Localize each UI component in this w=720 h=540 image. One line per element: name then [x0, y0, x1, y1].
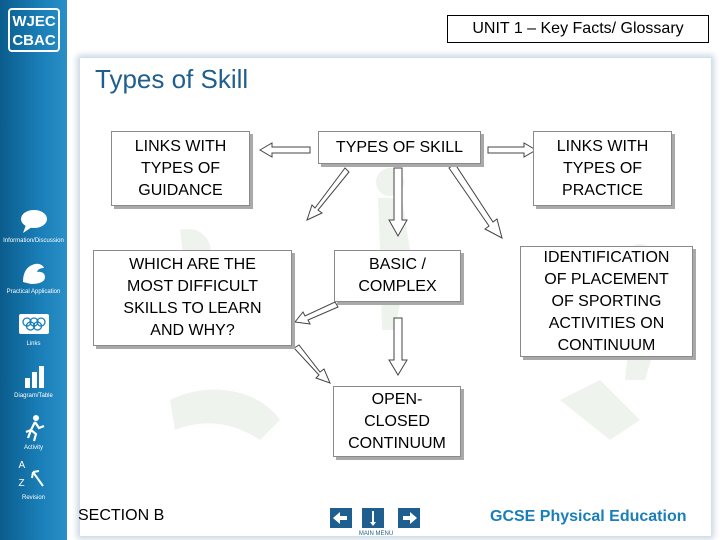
- main-menu-label[interactable]: MAIN MENU: [358, 531, 394, 537]
- box-line: CONTINUUM: [557, 336, 656, 354]
- box-line: OF SPORTING: [551, 292, 662, 310]
- next-arrow-icon[interactable]: [398, 508, 420, 528]
- wjec-logo: WJEC CBAC: [8, 8, 60, 52]
- muscle-arm-icon: [22, 263, 45, 284]
- a-to-z-icon: A Z: [17, 460, 51, 492]
- box-line: GUIDANCE: [138, 181, 223, 199]
- pointer-icon: [30, 470, 44, 487]
- olympic-rings-icon: [18, 314, 49, 334]
- arrow-to-guidance: [259, 142, 311, 158]
- box-line: CONTINUUM: [348, 434, 446, 452]
- arrow-to-practice: [487, 142, 537, 158]
- box-line: WHICH ARE THE: [129, 256, 256, 273]
- box-line: BASIC /: [369, 256, 426, 273]
- box-line: LINKS WITH: [556, 137, 649, 155]
- course-brand: GCSE Physical Education: [490, 508, 687, 525]
- box-line: OF PLACEMENT: [544, 270, 669, 288]
- box-identification: IDENTIFICATION OF PLACEMENT OF SPORTING …: [520, 246, 693, 357]
- arrow-to-open: [388, 317, 408, 376]
- page-title: Types of Skill: [95, 64, 249, 94]
- box-line: SKILLS TO LEARN: [123, 300, 262, 317]
- sidebar-item-label: Diagram/Table: [14, 393, 53, 399]
- box-line: PRACTICE: [562, 181, 643, 199]
- box-line: MOST DIFFICULT: [127, 278, 258, 295]
- box-line: AND WHY?: [150, 322, 235, 339]
- box-links-practice: LINKS WITH TYPES OF PRACTICE: [533, 131, 672, 206]
- logo-line1: WJEC: [12, 13, 56, 30]
- previous-arrow-icon[interactable]: [330, 508, 352, 528]
- box-line: OPEN-: [371, 390, 423, 408]
- box-line: IDENTIFICATION: [543, 248, 670, 266]
- arrow-to-basic: [388, 167, 408, 238]
- sidebar-item-links[interactable]: Links: [0, 310, 67, 348]
- logo-line2: CBAC: [12, 32, 56, 49]
- sidebar-item-label: Links: [26, 341, 41, 347]
- arrow-to-difficult: [306, 167, 350, 221]
- sidebar-item-diagram[interactable]: Diagram/Table: [0, 362, 67, 400]
- sidebar-item-activity[interactable]: Activity: [0, 414, 67, 452]
- z-letter: Z: [18, 478, 25, 489]
- box-line: LINKS WITH: [134, 137, 227, 155]
- sidebar: WJEC CBAC Information/Discussion Practic…: [0, 0, 67, 540]
- sidebar-item-practical[interactable]: Practical Application: [0, 258, 67, 296]
- unit-title: UNIT 1 – Key Facts/ Glossary: [447, 15, 709, 43]
- box-line: TYPES OF SKILL: [335, 138, 464, 156]
- box-line: CLOSED: [364, 412, 430, 430]
- section-label: SECTION B: [78, 507, 165, 524]
- arrow-basic-to-difficult: [294, 301, 339, 325]
- sidebar-item-label: Practical Application: [6, 289, 61, 295]
- running-person-icon: [25, 415, 44, 442]
- arrow-difficult-to-open: [293, 344, 331, 384]
- sidebar-item-label: Revision: [21, 495, 45, 501]
- box-basic-complex: BASIC / COMPLEX: [334, 250, 461, 302]
- sidebar-item-revision[interactable]: A Z Revision: [0, 460, 67, 502]
- speech-bubble-icon: [20, 210, 47, 233]
- arrow-to-identification: [448, 163, 503, 239]
- sidebar-item-information[interactable]: Information/Discussion: [0, 207, 67, 245]
- sidebar-item-label: Information/Discussion: [3, 238, 64, 244]
- box-types-of-skill: TYPES OF SKILL: [318, 131, 481, 164]
- box-line: COMPLEX: [358, 278, 437, 295]
- box-line: TYPES OF: [140, 159, 221, 177]
- box-open-closed: OPEN- CLOSED CONTINUUM: [333, 386, 461, 457]
- main-menu-icon[interactable]: [362, 508, 384, 528]
- a-letter: A: [18, 460, 26, 471]
- box-links-guidance: LINKS WITH TYPES OF GUIDANCE: [111, 131, 250, 206]
- bar-chart-icon: [24, 366, 44, 388]
- sidebar-item-label: Activity: [23, 445, 43, 451]
- box-line: TYPES OF: [562, 159, 643, 177]
- box-difficult-skills: WHICH ARE THE MOST DIFFICULT SKILLS TO L…: [93, 250, 292, 346]
- box-line: ACTIVITIES ON: [548, 314, 665, 332]
